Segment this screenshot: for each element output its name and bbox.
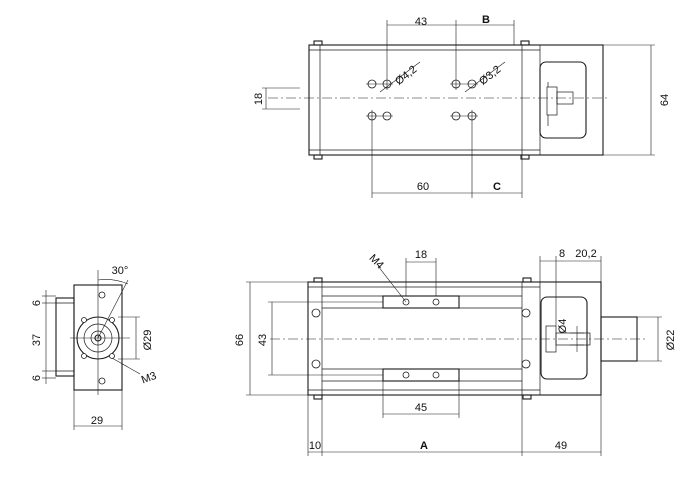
side-view: 30° 6 37 6 Ø29 29 M3 [31,265,158,430]
side-view-flange [55,297,75,377]
front-view-window [540,296,588,380]
screw-icon [98,377,106,385]
hole-icon [432,298,440,306]
dim-43-front: 43 [257,334,269,346]
thread-m3: M3 [140,370,158,387]
dim-10: 10 [309,440,321,452]
dim-64: 64 [659,94,671,106]
screw-icon [521,308,531,318]
dim-a: A [420,440,428,452]
dim-20-2: 20,2 [575,248,596,260]
dim-c: C [493,181,501,193]
dim-6-top: 6 [31,300,43,306]
carriage-top [382,295,460,309]
dim-8: 8 [559,248,565,260]
dim-37: 37 [31,334,43,346]
top-view-window [539,61,587,139]
dim-b: B [482,14,490,26]
screw-icon [311,359,321,369]
hole-callout-3-2: Ø3,2 [477,64,503,88]
dim-29-width: 29 [91,415,103,427]
dim-43-top: 43 [415,16,427,28]
dim-22-dia: Ø22 [665,330,677,351]
dim-29-dia: Ø29 [142,330,154,351]
front-view-body [307,281,602,396]
dim-66: 66 [234,334,246,346]
front-view: M4 18 8 20,2 66 43 Ø4 Ø22 45 10 A 49 [234,248,677,456]
screw-icon [81,353,87,359]
dim-60: 60 [417,181,429,193]
dim-18-front: 18 [415,249,427,261]
hole-icon [402,371,410,379]
dim-49: 49 [555,440,567,452]
screw-icon [311,308,321,318]
angle-30: 30° [112,265,129,277]
dim-4-dia: Ø4 [557,319,569,334]
dim-18-top: 18 [253,93,265,105]
screw-icon [98,291,106,299]
thread-m4: M4 [366,252,385,271]
hole-callout-4-2: Ø4,2 [393,64,419,88]
carriage-bottom [382,368,460,382]
screw-icon [81,317,87,323]
dim-45: 45 [415,402,427,414]
screw-icon [109,317,115,323]
screw-icon [109,353,115,359]
top-view: 43 B 18 64 60 C Ø4,2 Ø3,2 [253,14,671,198]
screw-icon [521,359,531,369]
hole-icon [432,371,440,379]
dim-6-bottom: 6 [31,375,43,381]
